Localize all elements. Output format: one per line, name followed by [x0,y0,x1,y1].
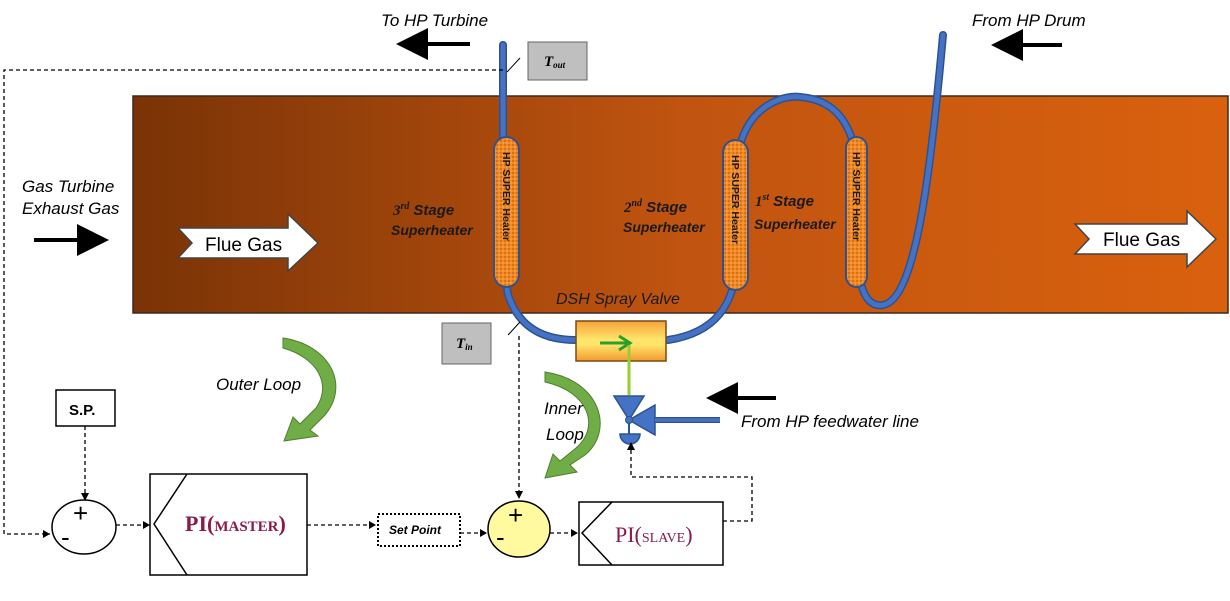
spray-control-valve [612,395,720,445]
svg-text:Superheater: Superheater [391,222,474,238]
hp-superheater-2: HP SUPER Heater [722,139,749,291]
pi-master-controller: PI(MASTER) [149,473,308,576]
outer-loop-label: Outer Loop [216,375,301,394]
svg-text:Tout: Tout [544,54,566,70]
flue-gas-in-arrow: Flue Gas [176,212,320,273]
gas-duct [132,95,1229,314]
pi-slave-controller: PI(SLAVE) [578,501,724,566]
dsh-spray-valve [575,320,667,395]
from-hp-drum-label: From HP Drum [972,11,1086,30]
outer-loop-arrow [282,337,337,442]
t-out-sensor: Tout [506,41,588,81]
set-point-box: Set Point [377,513,461,547]
t-in-sensor: Tin [441,321,521,365]
heater-1-label: HP SUPER Heater [850,152,862,241]
svg-text:Superheater: Superheater [754,216,837,232]
inner-loop-arrow [544,371,601,479]
svg-text:PI(MASTER): PI(MASTER) [185,511,286,536]
svg-text:-: - [61,522,70,552]
inner-loop-label-1: Inner [544,399,584,418]
outer-summing-junction: + - [51,498,117,555]
hp-superheater-3: HP SUPER Heater [493,136,520,288]
svg-text:S.P.: S.P. [69,402,95,419]
svg-text:Tin: Tin [456,336,473,352]
svg-text:-: - [496,522,505,552]
inner-loop-label-2: Loop [546,425,584,444]
signal-arrowheads [43,442,635,538]
gas-turbine-label-2: Exhaust Gas [22,199,120,218]
heater-2-label: HP SUPER Heater [729,155,741,244]
to-hp-turbine-label: To HP Turbine [381,11,488,30]
dsh-spray-valve-label: DSH Spray Valve [556,291,680,308]
heater-3-label: HP SUPER Heater [500,152,512,241]
hp-superheater-1: HP SUPER Heater [845,136,868,288]
flue-gas-out-label: Flue Gas [1103,230,1180,251]
gas-turbine-label-1: Gas Turbine [22,177,114,196]
inner-summing-junction: + - [487,500,551,558]
setpoint-box: S.P. [55,389,116,427]
svg-text:Set Point: Set Point [389,523,442,537]
flue-gas-in-label: Flue Gas [205,235,282,256]
svg-text:+: + [73,498,88,528]
svg-text:+: + [508,500,523,530]
svg-text:PI(SLAVE): PI(SLAVE) [615,522,693,547]
svg-text:Superheater: Superheater [623,219,706,235]
feedwater-label: From HP feedwater line [741,412,919,431]
flue-gas-out-arrow: Flue Gas [1073,209,1218,269]
